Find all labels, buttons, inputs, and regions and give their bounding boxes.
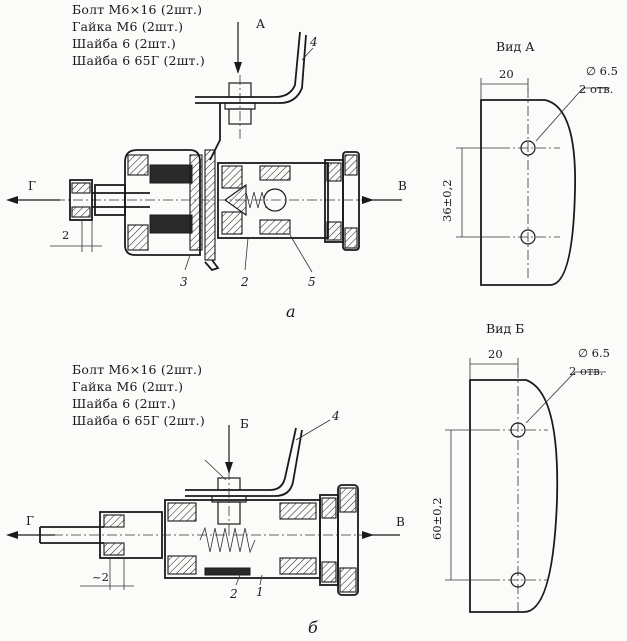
part-label-b-4: 4 bbox=[332, 409, 340, 423]
assembly-a bbox=[6, 22, 402, 273]
arrow-label-b: Б bbox=[240, 417, 249, 431]
caption-a: а bbox=[286, 302, 296, 321]
fastener-line-a-3: Шайба 6 (2шт.) bbox=[72, 36, 176, 51]
part-label-a-3: 3 bbox=[180, 275, 188, 289]
gap-dimension-b: ~2 bbox=[92, 570, 109, 584]
arrow-label-a-left: Г bbox=[28, 179, 36, 193]
view-title-b: Вид Б bbox=[486, 321, 525, 336]
view-title-a: Вид А bbox=[496, 39, 535, 54]
part-label-b-1: 1 bbox=[256, 585, 264, 599]
view-b-spacing-dim: 60±0,2 bbox=[430, 497, 444, 540]
view-b-plate bbox=[445, 358, 606, 613]
plate-outline-a bbox=[480, 99, 576, 286]
fastener-line-b-2: Гайка М6 (2шт.) bbox=[72, 379, 184, 394]
arrow-label-b-right: В bbox=[396, 515, 405, 529]
hole-a-2 bbox=[520, 229, 536, 245]
arrow-label-b-left: Г bbox=[26, 514, 34, 528]
view-b-hole-dim: ∅ 6.5 bbox=[578, 346, 610, 360]
arrow-label-a: А bbox=[256, 17, 266, 31]
valve-body-a bbox=[217, 162, 329, 239]
fastener-line-b-4: Шайба 6 65Г (2шт.) bbox=[72, 413, 205, 428]
pipe-fitting-a bbox=[69, 179, 93, 221]
spring-b bbox=[199, 526, 256, 554]
view-a-spacing-dim: 36±0,2 bbox=[440, 179, 454, 222]
hole-b-2 bbox=[510, 572, 526, 588]
view-a-width-dim: 20 bbox=[499, 67, 514, 81]
bracket-a bbox=[195, 31, 301, 98]
fastener-line-a-1: Болт М6×16 (2шт.) bbox=[72, 2, 203, 17]
part-label-a-5: 5 bbox=[308, 275, 316, 289]
part-label-b-2: 2 bbox=[230, 587, 238, 601]
hole-a-1 bbox=[520, 140, 536, 156]
view-a-hole-count: 2 отв. bbox=[579, 82, 614, 96]
view-a-plate bbox=[456, 78, 610, 286]
part-label-a-2: 2 bbox=[241, 275, 249, 289]
fastener-line-a-4: Шайба 6 65Г (2шт.) bbox=[72, 53, 205, 68]
assembly-b bbox=[6, 419, 400, 596]
part-label-a-4: 4 bbox=[310, 35, 318, 49]
hole-b-1 bbox=[510, 422, 526, 438]
view-b-width-dim: 20 bbox=[488, 347, 503, 361]
bracket-b bbox=[185, 427, 297, 491]
view-b-hole-count: 2 отв. bbox=[569, 364, 604, 378]
fastener-line-b-3: Шайба 6 (2шт.) bbox=[72, 396, 176, 411]
gap-dimension-a: 2 bbox=[62, 228, 70, 242]
plate-outline-b bbox=[469, 379, 559, 613]
fastener-line-a-2: Гайка М6 (2шт.) bbox=[72, 19, 184, 34]
fastener-line-b-1: Болт М6×16 (2шт.) bbox=[72, 362, 203, 377]
arrow-label-a-right: В bbox=[398, 179, 407, 193]
view-a-hole-dim: ∅ 6.5 bbox=[586, 64, 618, 78]
caption-b: б bbox=[308, 618, 318, 637]
